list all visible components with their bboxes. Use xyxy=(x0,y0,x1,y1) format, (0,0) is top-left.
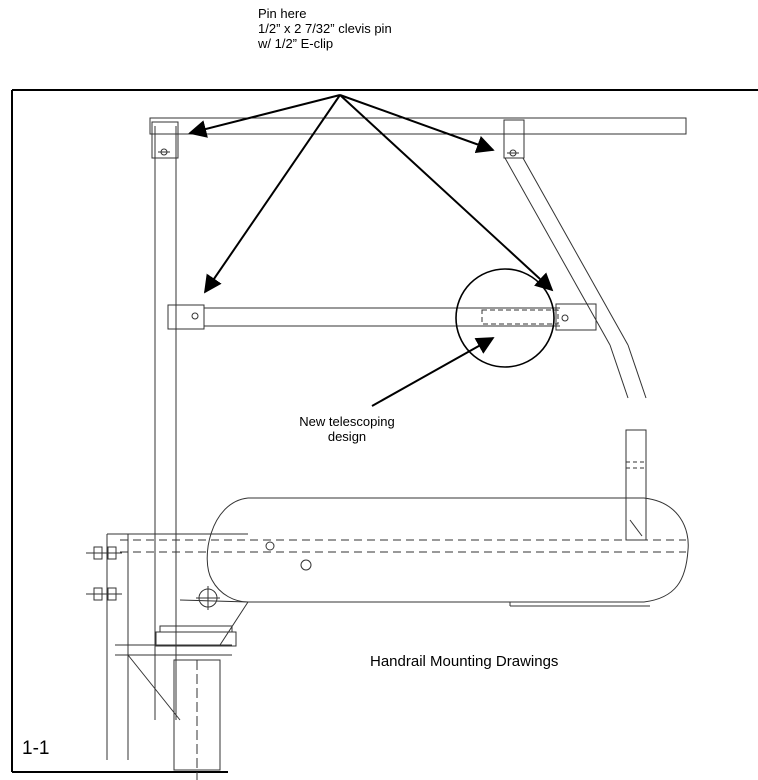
arrow-to-left-arm-pin xyxy=(203,94,341,294)
arrow-to-left-top-pin xyxy=(188,94,341,138)
arrow-to-right-top-pin xyxy=(339,94,495,153)
detail-circle xyxy=(455,268,555,368)
pin-callout-line3: w/ 1/2” E-clip xyxy=(258,36,334,51)
telescoping-callout-line1: New telescoping xyxy=(299,414,395,429)
pin-callout-line1: Pin here xyxy=(258,6,307,21)
drawing-caption: Handrail Mounting Drawings xyxy=(370,653,559,670)
figure-number: 1-1 xyxy=(22,738,50,759)
arrow-to-telescoping-design xyxy=(371,337,495,407)
assembly-linework xyxy=(86,117,689,780)
arrow-to-right-arm-pin xyxy=(339,94,554,292)
telescoping-callout-line2: design xyxy=(327,429,367,444)
page-frame xyxy=(11,89,758,773)
pin-arrows xyxy=(188,94,554,294)
telescoping-callout: New telescoping design xyxy=(286,414,408,444)
pin-callout: Pin here 1/2” x 2 7/32” clevis pin w/ 1/… xyxy=(258,6,392,51)
pin-callout-line2: 1/2” x 2 7/32” clevis pin xyxy=(258,21,392,36)
